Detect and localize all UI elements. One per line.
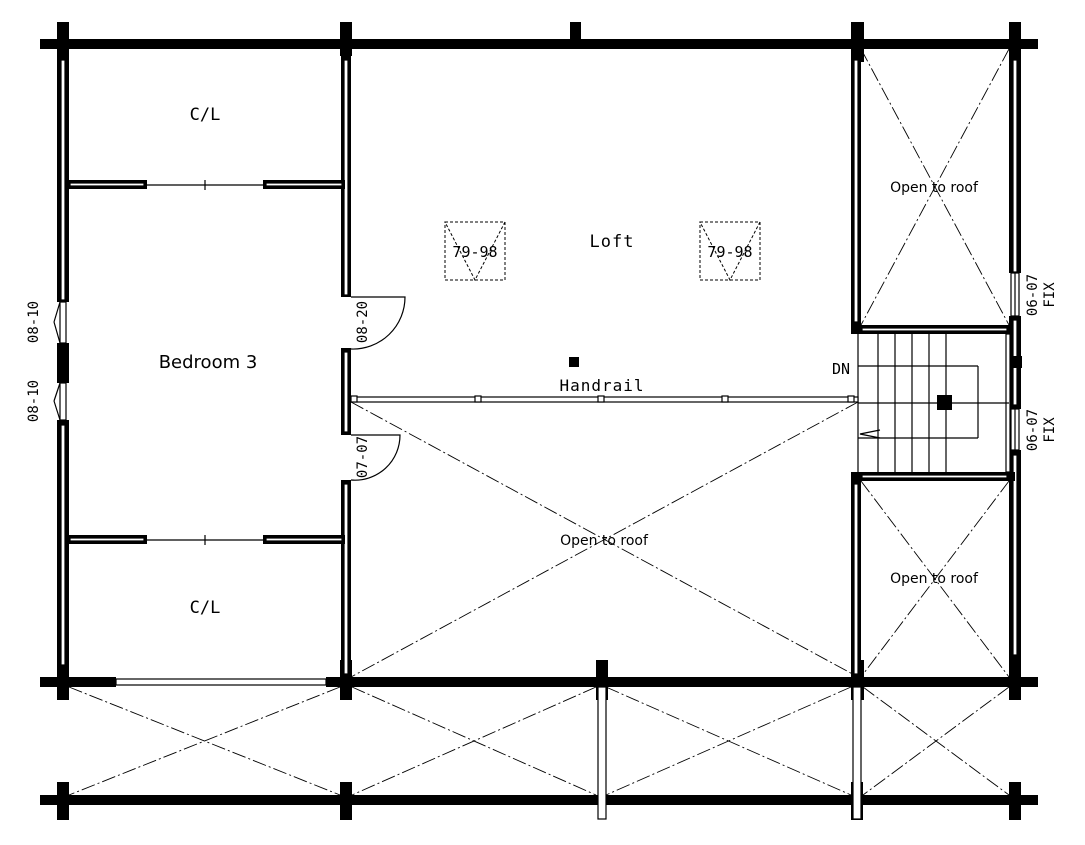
handrail-label: Handrail bbox=[559, 376, 644, 395]
post-marker bbox=[569, 357, 579, 367]
closet-top-label: C/L bbox=[190, 105, 221, 125]
window-left-lower-label: 08-10 bbox=[26, 380, 42, 422]
stairs bbox=[857, 334, 1009, 472]
bedroom-partition bbox=[341, 49, 406, 677]
window-right-upper-label: 06-07 bbox=[1025, 274, 1041, 316]
closet-walls bbox=[67, 180, 345, 545]
bedroom-label: Bedroom 3 bbox=[159, 352, 258, 373]
open-roof-bottom-right-label: Open to roof bbox=[890, 571, 979, 587]
handrail bbox=[350, 395, 859, 403]
open-roof-top-right-label: Open to roof bbox=[890, 180, 979, 196]
skylight-left-label: 79-98 bbox=[452, 243, 497, 261]
stairs-down-label: DN bbox=[832, 360, 850, 378]
skylight-left bbox=[444, 221, 506, 282]
closet-bottom-label: C/L bbox=[190, 598, 221, 618]
door-bedroom-label: 08-20 bbox=[355, 301, 371, 343]
window-left-upper-label: 08-10 bbox=[26, 301, 42, 343]
skylight-right bbox=[699, 221, 761, 282]
window-right-lower-label: 06-07 bbox=[1025, 409, 1041, 451]
window-right-upper-type: FIX bbox=[1042, 282, 1058, 308]
exterior-walls bbox=[40, 22, 1038, 820]
door-closet-label: 07-07 bbox=[355, 436, 371, 478]
left-wall bbox=[53, 49, 69, 680]
open-roof-center-label: Open to roof bbox=[560, 533, 649, 549]
right-walls bbox=[851, 49, 1022, 677]
window-right-lower-type: FIX bbox=[1042, 417, 1058, 443]
skylight-right-label: 79-98 bbox=[707, 243, 752, 261]
open-to-roof-markings bbox=[68, 48, 1010, 796]
loft-label: Loft bbox=[590, 232, 635, 252]
